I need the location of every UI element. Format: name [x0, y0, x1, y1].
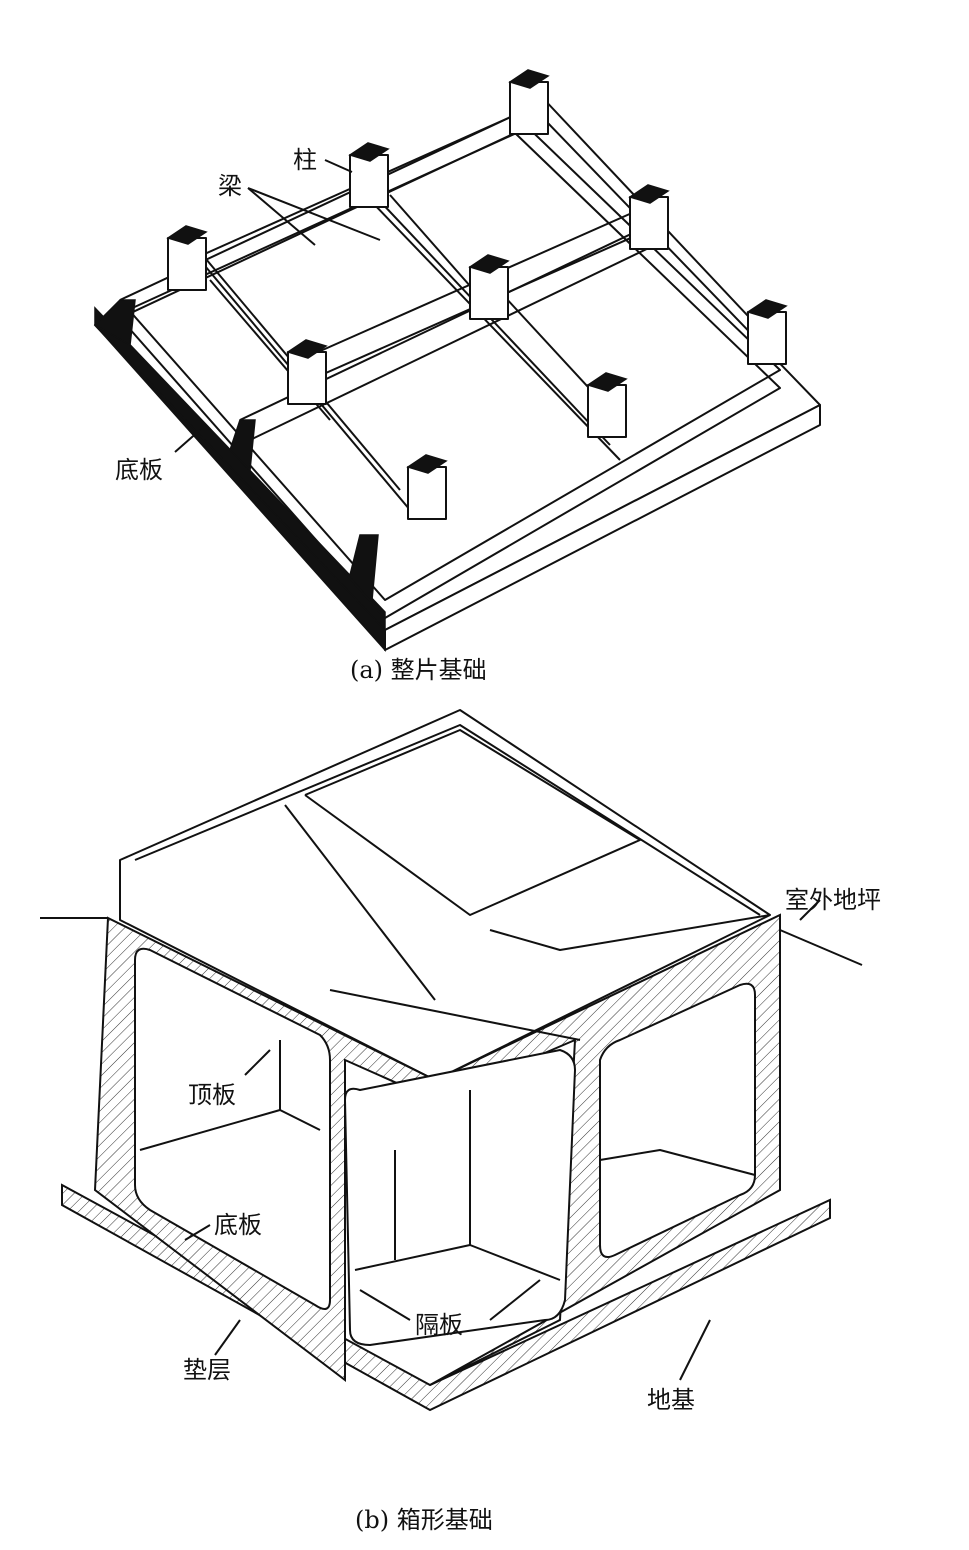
leader-base-slab-b	[184, 1224, 211, 1241]
label-beam: 梁	[218, 172, 242, 200]
label-cushion-layer: 垫层	[183, 1356, 231, 1384]
leader-column	[324, 159, 353, 173]
label-partition: 隔板	[415, 1311, 463, 1339]
label-outdoor-ground: 室外地坪	[785, 886, 881, 914]
leader-partition-2	[489, 1279, 541, 1321]
leader-partition-1	[359, 1289, 411, 1321]
leader-foundation-soil	[679, 1319, 711, 1381]
leader-base-slab-a	[174, 429, 201, 453]
columns	[166, 69, 788, 520]
label-base-slab-a: 底板	[115, 456, 163, 484]
leader-top-slab	[244, 1049, 271, 1076]
leader-beam-1	[247, 187, 316, 246]
leader-beam-2	[247, 187, 381, 241]
label-base-slab-b: 底板	[214, 1211, 262, 1239]
box-foundation-drawing	[40, 709, 863, 1412]
ground-line-right	[779, 929, 863, 966]
leader-outdoor-ground	[799, 899, 821, 921]
leader-cushion	[214, 1319, 241, 1356]
raft-foundation-drawing	[93, 69, 821, 652]
caption-a: (a) 整片基础	[350, 656, 487, 684]
label-foundation-soil: 地基	[647, 1386, 695, 1414]
raft-slab-top	[94, 119, 821, 631]
caption-b: (b) 箱形基础	[355, 1506, 493, 1534]
label-column: 柱	[293, 146, 317, 174]
label-top-slab: 顶板	[188, 1081, 236, 1109]
